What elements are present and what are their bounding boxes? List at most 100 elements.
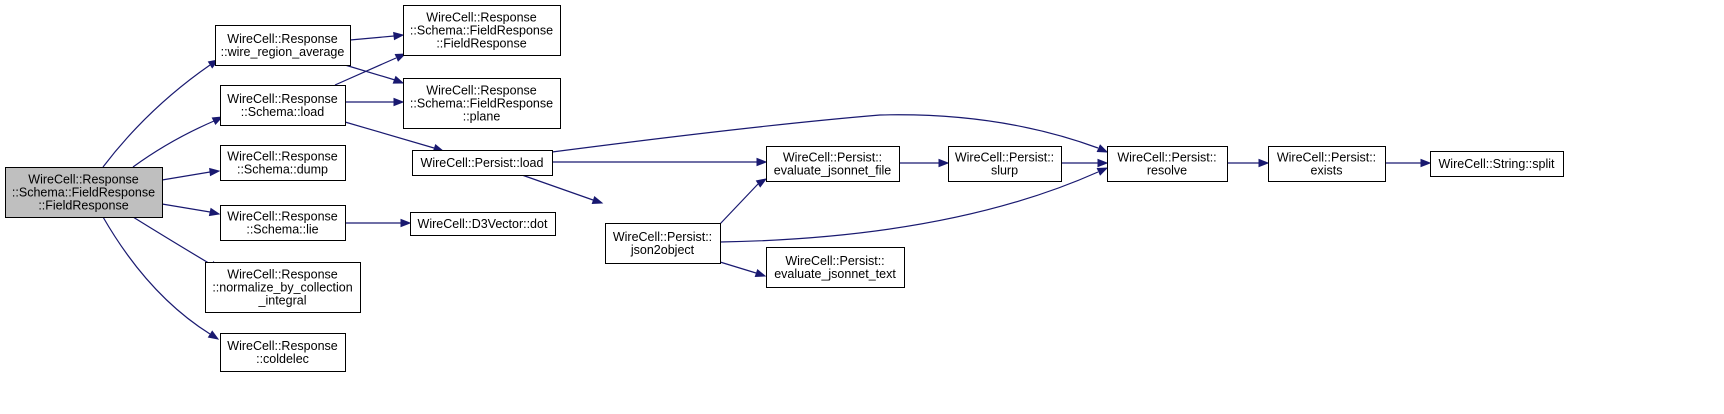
nodes-layer: WireCell::Response::Schema::FieldRespons… — [5, 5, 1564, 372]
edge-json2obj-to-resolve — [719, 167, 1109, 243]
node-box — [220, 333, 346, 372]
node-box — [215, 25, 351, 66]
node-frplane[interactable]: WireCell::Response::Schema::FieldRespons… — [403, 78, 561, 129]
node-label-line: WireCell::Persist:: — [785, 254, 884, 268]
edge-resolve-to-exists — [1227, 158, 1270, 168]
node-label-line: WireCell::Response — [227, 32, 338, 46]
edge-root-to-sload — [132, 116, 224, 168]
node-label-line: ::Schema::lie — [246, 223, 318, 237]
edge-line — [102, 64, 211, 168]
arrowhead — [591, 195, 604, 205]
edge-root-to-wra — [102, 59, 220, 168]
edge-line — [344, 64, 396, 81]
node-label-line: WireCell::Response — [227, 210, 338, 224]
node-exists[interactable]: WireCell::Persist::exists — [1268, 146, 1386, 182]
node-label-line: WireCell::Response — [227, 339, 338, 353]
edge-pload-to-json2obj — [521, 174, 604, 205]
node-box — [1268, 146, 1386, 182]
node-label-line: WireCell::Response — [426, 11, 537, 25]
edge-root-to-dump — [161, 167, 221, 181]
node-wra[interactable]: WireCell::Response::wire_region_average — [215, 25, 351, 66]
edge-root-to-lie — [161, 203, 221, 217]
node-box — [1430, 151, 1564, 177]
arrowhead — [400, 218, 412, 228]
edge-ejf-to-slurp — [899, 158, 950, 168]
node-box — [220, 145, 346, 181]
node-resolve[interactable]: WireCell::Persist::resolve — [1107, 146, 1228, 182]
edge-sload-to-pload — [344, 121, 445, 153]
arrowhead — [393, 97, 405, 107]
node-label-line: WireCell::String::split — [1439, 157, 1556, 171]
edge-line — [344, 121, 435, 149]
edge-line — [161, 203, 211, 213]
node-label-line: slurp — [991, 164, 1018, 178]
node-label-line: _integral — [258, 294, 307, 308]
edge-exists-to-split — [1385, 158, 1432, 168]
arrowhead — [393, 31, 405, 41]
arrowhead — [1097, 158, 1109, 168]
node-slurp[interactable]: WireCell::Persist::slurp — [948, 146, 1062, 182]
node-ejt[interactable]: WireCell::Persist::evaluate_jsonnet_text — [766, 247, 905, 288]
node-pload[interactable]: WireCell::Persist::load — [412, 150, 553, 176]
node-label-line: resolve — [1147, 164, 1187, 178]
node-label-line: WireCell::Persist:: — [1117, 151, 1216, 165]
arrowhead — [756, 157, 768, 167]
node-box — [403, 78, 561, 129]
node-box — [205, 262, 361, 313]
arrowhead — [207, 330, 220, 340]
node-frfr[interactable]: WireCell::Response::Schema::FieldRespons… — [403, 5, 561, 56]
node-nbci[interactable]: WireCell::Response::normalize_by_collect… — [205, 262, 361, 313]
edge-line — [719, 171, 1099, 243]
node-box — [948, 146, 1062, 182]
node-sload[interactable]: WireCell::Response::Schema::load — [220, 85, 346, 126]
edge-root-to-coldelec — [102, 216, 220, 340]
node-label-line: WireCell::Response — [426, 84, 537, 98]
edge-slurp-to-resolve — [1061, 158, 1109, 168]
node-label-line: ::plane — [463, 110, 501, 124]
edge-sload-to-frfr — [334, 53, 407, 86]
node-label-line: ::coldelec — [256, 352, 309, 366]
edge-wra-to-frplane — [344, 64, 405, 84]
arrowhead — [1258, 158, 1270, 168]
node-dot[interactable]: WireCell::D3Vector::dot — [410, 212, 556, 236]
edge-line — [521, 174, 594, 201]
node-label-line: WireCell::Persist:: — [783, 151, 882, 165]
arrowhead — [209, 167, 221, 177]
edge-line — [349, 35, 395, 41]
edge-root-to-nbci — [132, 216, 222, 270]
node-label-line: WireCell::Response — [227, 268, 338, 282]
node-label-line: ::FieldResponse — [436, 37, 526, 51]
node-json2obj[interactable]: WireCell::Persist::json2object — [605, 223, 721, 264]
node-label-line: ::Schema::dump — [237, 163, 328, 177]
node-box — [605, 223, 721, 264]
node-dump[interactable]: WireCell::Response::Schema::dump — [220, 145, 346, 181]
node-label-line: ::wire_region_average — [221, 45, 345, 59]
node-label-line: WireCell::Persist:: — [955, 151, 1054, 165]
node-label-line: ::normalize_by_collection — [212, 281, 352, 295]
node-label-line: evaluate_jsonnet_text — [774, 267, 896, 281]
node-label-line: WireCell::Persist:: — [1277, 151, 1376, 165]
arrowhead — [211, 116, 224, 126]
node-lie[interactable]: WireCell::Response::Schema::lie — [220, 205, 346, 241]
node-coldelec[interactable]: WireCell::Response::coldelec — [220, 333, 346, 372]
edge-json2obj-to-ejt — [719, 261, 767, 278]
node-split[interactable]: WireCell::String::split — [1430, 151, 1564, 177]
arrowhead — [392, 75, 405, 84]
node-box — [403, 5, 561, 56]
arrowhead — [1420, 158, 1432, 168]
node-box — [410, 212, 556, 236]
node-label-line: ::FieldResponse — [38, 199, 128, 213]
edge-pload-to-ejf — [552, 157, 768, 167]
edge-line — [132, 120, 215, 168]
node-label-line: ::Schema::FieldResponse — [12, 186, 155, 200]
node-root[interactable]: WireCell::Response::Schema::FieldRespons… — [5, 167, 163, 218]
edge-line — [161, 171, 211, 181]
node-label-line: WireCell::Persist::load — [421, 156, 544, 170]
edge-json2obj-to-ejf — [719, 178, 768, 225]
node-ejf[interactable]: WireCell::Persist::evaluate_jsonnet_file — [766, 146, 900, 182]
node-label-line: exists — [1311, 164, 1343, 178]
node-box — [766, 247, 905, 288]
node-label-line: WireCell::Response — [28, 173, 139, 187]
edge-sload-to-frplane — [345, 97, 405, 107]
